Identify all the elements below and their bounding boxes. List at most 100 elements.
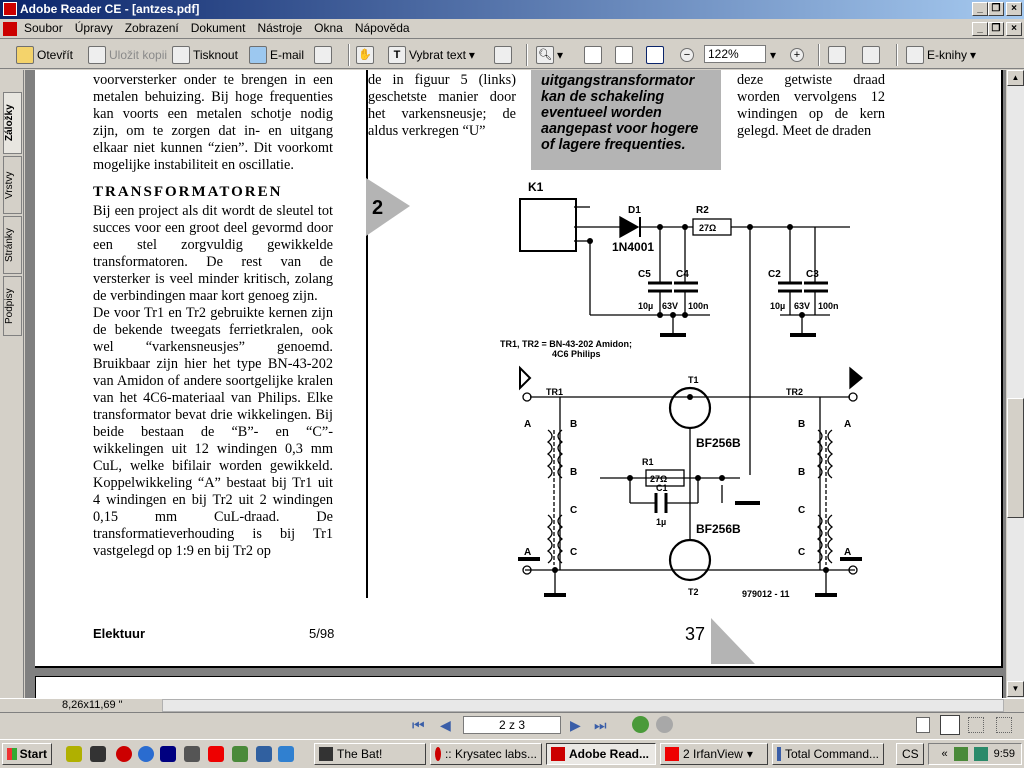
tray-icon[interactable] xyxy=(973,747,988,761)
scroll-up-button[interactable]: ▲ xyxy=(1007,70,1024,86)
menu-zobrazeni[interactable]: Zobrazení xyxy=(124,21,179,35)
last-page-icon[interactable]: ⏭ xyxy=(594,717,607,733)
first-page-icon[interactable]: ⏮ xyxy=(412,717,425,733)
binoculars-button[interactable] xyxy=(314,44,332,66)
vertical-scrollbar[interactable]: ▲ ▼ xyxy=(1006,70,1024,698)
ie-icon[interactable] xyxy=(138,746,154,762)
tab-bookmarks[interactable]: Záložky xyxy=(3,92,22,154)
rotate-right-button[interactable] xyxy=(862,44,880,66)
toolbar: Otevřít Uložit kopii Tisknout E-mail ✋ T… xyxy=(0,40,1024,69)
label-c3-value: 100n xyxy=(818,301,839,311)
print-button[interactable]: Tisknout xyxy=(172,44,238,66)
zoom-in-button[interactable]: + xyxy=(790,44,804,66)
label-c2-voltage: 63V xyxy=(794,301,810,311)
horizontal-scrollbar[interactable] xyxy=(162,699,1004,712)
plus-icon: + xyxy=(790,48,804,62)
figure-code: 979012 - 11 xyxy=(742,589,790,599)
tab-pages[interactable]: Stránky xyxy=(3,216,22,274)
zoom-out-button[interactable]: − xyxy=(680,44,694,66)
previous-page-icon[interactable]: ◀ xyxy=(440,717,451,733)
fit-width-button[interactable] xyxy=(646,44,664,66)
hand-tool-button[interactable]: ✋ xyxy=(356,44,374,66)
menu-napoveda[interactable]: Nápověda xyxy=(354,21,410,35)
open-button[interactable]: Otevřít xyxy=(16,44,73,66)
label-r1-value: 27Ω xyxy=(650,474,667,484)
quicklaunch-icon[interactable] xyxy=(184,746,200,762)
doc-close-button[interactable]: × xyxy=(1006,22,1022,36)
label-d1: D1 xyxy=(628,205,641,216)
chevron-down-icon[interactable]: ▾ xyxy=(970,48,977,62)
next-page-icon[interactable]: ▶ xyxy=(570,717,581,733)
continuous-page-icon[interactable] xyxy=(940,715,960,735)
doc-restore-button[interactable]: ❐ xyxy=(988,22,1004,36)
quicklaunch-icon[interactable] xyxy=(90,746,106,762)
zoom-tool-button[interactable]: 🔍︎▾ xyxy=(536,44,563,66)
task-the-bat[interactable]: The Bat! xyxy=(314,743,426,765)
title-bar: Adobe Reader CE - [antzes.pdf] _ ❐ × xyxy=(0,0,1024,19)
facing-pages-icon[interactable] xyxy=(968,717,984,733)
tab-signatures[interactable]: Podpisy xyxy=(3,276,22,336)
chevron-down-icon[interactable]: ▾ xyxy=(557,48,564,62)
menu-okna[interactable]: Okna xyxy=(314,21,343,35)
quicklaunch-icon[interactable] xyxy=(278,746,294,762)
scroll-thumb[interactable] xyxy=(1007,398,1024,518)
tab-layers[interactable]: Vrstvy xyxy=(3,156,22,214)
language-indicator[interactable]: CS xyxy=(896,743,924,765)
task-irfanview[interactable]: 2 IrfanView▾ xyxy=(660,743,768,765)
quicklaunch-icon[interactable] xyxy=(232,746,248,762)
start-button[interactable]: Start xyxy=(2,743,52,765)
quicklaunch-icon[interactable] xyxy=(256,746,272,762)
label-t2: T2 xyxy=(688,587,699,597)
email-button[interactable]: E-mail xyxy=(249,44,304,66)
label-tr1: TR1 xyxy=(546,387,563,397)
snapshot-button[interactable] xyxy=(494,44,512,66)
adobe-reader-icon xyxy=(551,747,565,761)
minimize-button[interactable]: _ xyxy=(972,2,988,16)
quicklaunch-icon[interactable] xyxy=(208,746,224,762)
save-copy-button[interactable]: Uložit kopii xyxy=(88,44,167,66)
rotate-right-icon xyxy=(862,46,880,64)
fit-page-button[interactable] xyxy=(615,44,633,66)
close-button[interactable]: × xyxy=(1006,2,1022,16)
label-t2-type: BF256B xyxy=(696,522,741,536)
label-c1: C1 xyxy=(656,483,668,493)
actual-size-button[interactable] xyxy=(584,44,602,66)
opera-icon[interactable] xyxy=(116,746,132,762)
quicklaunch-icon[interactable] xyxy=(66,746,82,762)
menu-dokument[interactable]: Dokument xyxy=(190,21,246,35)
rotate-left-button[interactable] xyxy=(828,44,846,66)
page-number-input[interactable]: 2 z 3 xyxy=(463,716,561,734)
chevron-down-icon[interactable]: ▾ xyxy=(468,48,475,62)
hand-icon: ✋ xyxy=(356,46,374,64)
menu-upravy[interactable]: Úpravy xyxy=(74,21,113,35)
menu-nastroje[interactable]: Nástroje xyxy=(257,21,303,35)
task-total-commander[interactable]: Total Command... xyxy=(772,743,884,765)
menu-soubor[interactable]: Soubor xyxy=(24,21,63,35)
binoculars-icon xyxy=(314,46,332,64)
tray-chevron-icon[interactable]: « xyxy=(941,748,948,760)
zoom-input[interactable] xyxy=(704,45,766,63)
figure-number: 2 xyxy=(372,197,383,219)
tray-icon[interactable] xyxy=(953,747,968,761)
single-page-icon[interactable] xyxy=(916,717,930,733)
label-a1-left: A xyxy=(524,419,531,430)
scroll-down-button[interactable]: ▼ xyxy=(1007,681,1024,697)
label-c2-right: C xyxy=(798,547,805,558)
task-krysatec[interactable]: :: Krysatec labs... xyxy=(430,743,542,765)
go-forward-icon[interactable] xyxy=(656,716,673,733)
maximize-button[interactable]: ❐ xyxy=(988,2,1004,16)
label-c1-right: C xyxy=(798,505,805,516)
continuous-facing-icon[interactable] xyxy=(996,717,1012,733)
label-c1-value: 1µ xyxy=(656,517,666,527)
quicklaunch-icon[interactable] xyxy=(160,746,176,762)
go-back-icon[interactable] xyxy=(632,716,649,733)
ebooks-button[interactable]: E-knihy▾ xyxy=(906,44,976,66)
label-b1-right: B xyxy=(798,419,805,430)
paragraph: Bij een project als dit wordt de sleutel… xyxy=(93,203,333,304)
document-area[interactable]: voorversterker onder te brengen in een m… xyxy=(25,70,1006,698)
zoom-dropdown[interactable]: ▾ xyxy=(770,44,776,66)
doc-minimize-button[interactable]: _ xyxy=(972,22,988,36)
text-column-1: voorversterker onder te brengen in een m… xyxy=(93,72,333,560)
task-adobe-reader[interactable]: Adobe Read... xyxy=(546,743,656,765)
